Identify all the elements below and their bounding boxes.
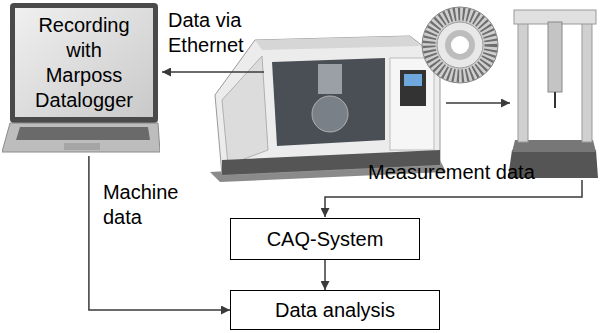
laptop-node: Recording with Marposs Datalogger bbox=[2, 2, 160, 156]
node-text: Recording with Marposs Datalogger bbox=[28, 13, 140, 113]
laptop-screen bbox=[15, 8, 153, 117]
cmm-probe bbox=[554, 92, 556, 108]
blisk-blades bbox=[429, 14, 491, 76]
connector-arrow bbox=[89, 156, 230, 310]
blisk-part bbox=[422, 7, 498, 83]
machine-tool bbox=[210, 36, 446, 182]
node-text: Data analysis bbox=[275, 298, 395, 323]
coordinate-measuring-machine bbox=[508, 10, 598, 178]
laptop-bezel bbox=[10, 3, 158, 123]
cmm-pillar bbox=[582, 20, 592, 142]
process-box: Data analysis bbox=[230, 290, 440, 330]
machine-spindle bbox=[318, 64, 342, 94]
process-box: CAQ-System bbox=[230, 218, 420, 260]
control-panel bbox=[400, 70, 426, 106]
blisk-disc bbox=[437, 22, 483, 68]
blisk-bore bbox=[451, 36, 469, 54]
part-transfer-arrow bbox=[446, 102, 510, 104]
node-text: CAQ-System bbox=[267, 227, 384, 252]
screen-area: Recording with Marposs Datalogger bbox=[15, 8, 153, 117]
machine-table bbox=[312, 96, 348, 132]
blisk-hub bbox=[445, 30, 475, 60]
cmm-column bbox=[548, 22, 562, 92]
laptop-base bbox=[2, 123, 160, 152]
edge-text: Measurement data bbox=[368, 160, 535, 185]
connector-arrow bbox=[324, 260, 326, 290]
edge-label: Machine data bbox=[101, 180, 205, 230]
cmm-pillar bbox=[518, 20, 528, 142]
control-screen bbox=[404, 74, 422, 86]
machine-door bbox=[390, 58, 434, 150]
ethernet-arrow bbox=[162, 71, 264, 73]
machine-window bbox=[272, 58, 385, 146]
edge-text: Data via Ethernet bbox=[168, 8, 280, 58]
blisk-rim bbox=[422, 7, 498, 83]
laptop-keyboard bbox=[16, 127, 150, 140]
machine-body bbox=[215, 36, 440, 175]
laptop-touchpad bbox=[64, 143, 100, 150]
measurement-line bbox=[325, 180, 582, 217]
machine-roof bbox=[255, 36, 420, 50]
